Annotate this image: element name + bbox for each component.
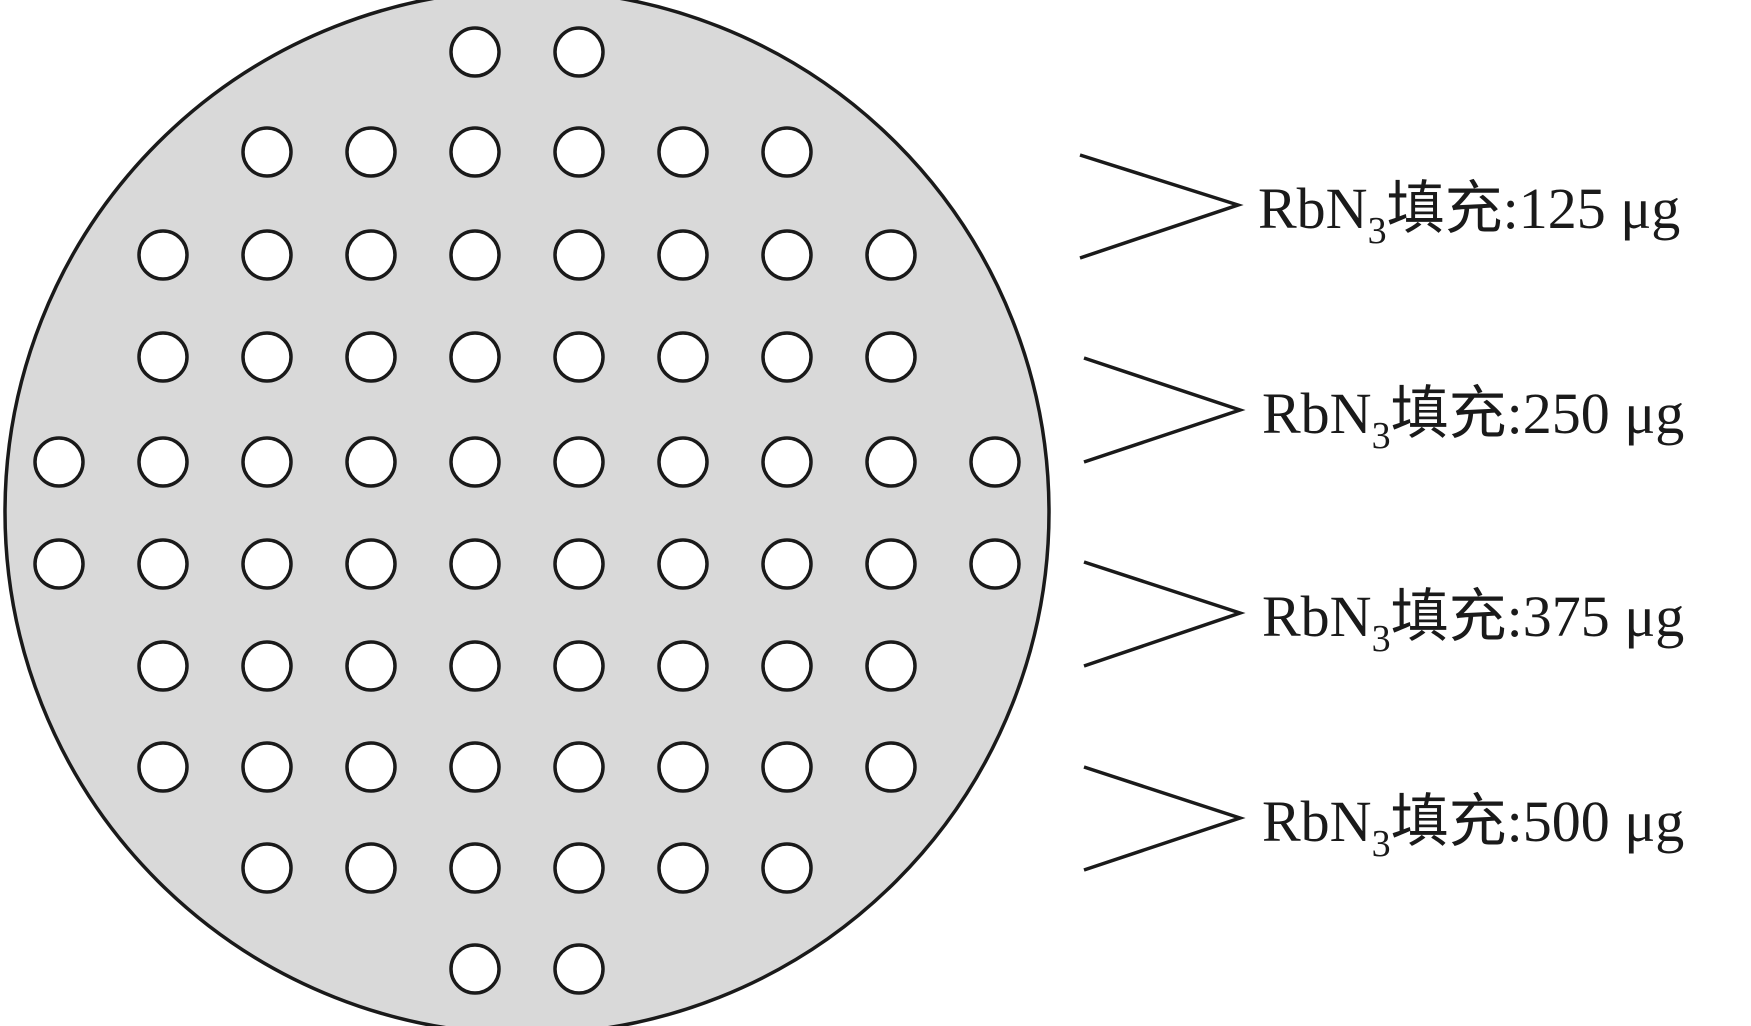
cell-hole	[761, 741, 813, 793]
cell-hole	[761, 229, 813, 281]
cell-hole	[865, 538, 917, 590]
fill-label-text: RbN3填充:375 μg	[1262, 584, 1684, 660]
fill-label-pointer	[1079, 153, 1244, 260]
cell-hole	[865, 640, 917, 692]
cell-hole	[969, 538, 1021, 590]
cell-hole	[553, 26, 605, 78]
cell-hole	[553, 538, 605, 590]
cell-hole	[345, 126, 397, 178]
cell-hole	[969, 436, 1021, 488]
wafer-disc	[3, 0, 1051, 1026]
cell-hole	[449, 741, 501, 793]
cell-hole	[345, 229, 397, 281]
cell-hole	[553, 331, 605, 383]
cell-hole	[241, 640, 293, 692]
fill-label-pointer	[1083, 560, 1246, 668]
cell-hole	[345, 741, 397, 793]
cell-hole	[449, 538, 501, 590]
cell-hole	[241, 741, 293, 793]
cell-hole	[449, 26, 501, 78]
cell-hole	[345, 436, 397, 488]
fill-label-text: RbN3填充:250 μg	[1262, 381, 1684, 457]
cell-hole	[345, 640, 397, 692]
cell-hole	[553, 741, 605, 793]
cell-hole	[761, 538, 813, 590]
cell-hole	[137, 436, 189, 488]
cell-hole	[345, 538, 397, 590]
cell-hole	[553, 640, 605, 692]
cell-hole	[657, 126, 709, 178]
cell-hole	[865, 229, 917, 281]
cell-hole	[345, 842, 397, 894]
fill-labels: RbN3填充:125 μg RbN3填充:250 μg RbN3填充:375 μ…	[1079, 153, 1684, 872]
cell-hole	[241, 126, 293, 178]
cell-hole	[241, 538, 293, 590]
fill-label-250: RbN3填充:250 μg	[1083, 356, 1684, 464]
fill-label-125: RbN3填充:125 μg	[1079, 153, 1680, 260]
cell-hole	[657, 741, 709, 793]
cell-hole	[345, 331, 397, 383]
cell-hole-array	[33, 26, 1021, 995]
cell-hole	[449, 126, 501, 178]
cell-hole	[449, 331, 501, 383]
cell-hole	[553, 943, 605, 995]
cell-hole	[657, 538, 709, 590]
fill-label-text: RbN3填充:125 μg	[1258, 176, 1680, 252]
cell-hole	[241, 229, 293, 281]
cell-hole	[761, 842, 813, 894]
cell-hole	[449, 640, 501, 692]
cell-hole	[553, 126, 605, 178]
cell-hole	[241, 436, 293, 488]
cell-hole	[865, 436, 917, 488]
fill-label-pointer	[1083, 765, 1246, 872]
cell-hole	[553, 842, 605, 894]
cell-hole	[33, 436, 85, 488]
cell-hole	[241, 842, 293, 894]
cell-hole	[761, 640, 813, 692]
cell-hole	[137, 331, 189, 383]
cell-hole	[865, 331, 917, 383]
cell-hole	[657, 229, 709, 281]
fill-label-375: RbN3填充:375 μg	[1083, 560, 1684, 668]
fill-label-500: RbN3填充:500 μg	[1083, 765, 1684, 872]
cell-hole	[33, 538, 85, 590]
cell-hole	[657, 640, 709, 692]
cell-hole	[761, 126, 813, 178]
cell-hole	[241, 331, 293, 383]
cell-hole	[657, 436, 709, 488]
cell-hole	[761, 436, 813, 488]
cell-hole	[449, 436, 501, 488]
fill-label-pointer	[1083, 356, 1246, 464]
cell-hole	[137, 229, 189, 281]
fill-label-text: RbN3填充:500 μg	[1262, 789, 1684, 865]
cell-hole	[449, 943, 501, 995]
cell-hole	[553, 229, 605, 281]
cell-hole	[137, 741, 189, 793]
cell-hole	[657, 331, 709, 383]
cell-hole	[137, 640, 189, 692]
cell-hole	[137, 538, 189, 590]
cell-hole	[449, 229, 501, 281]
cell-hole	[657, 842, 709, 894]
cell-hole	[449, 842, 501, 894]
cell-hole	[553, 436, 605, 488]
cell-hole	[761, 331, 813, 383]
cell-hole	[865, 741, 917, 793]
